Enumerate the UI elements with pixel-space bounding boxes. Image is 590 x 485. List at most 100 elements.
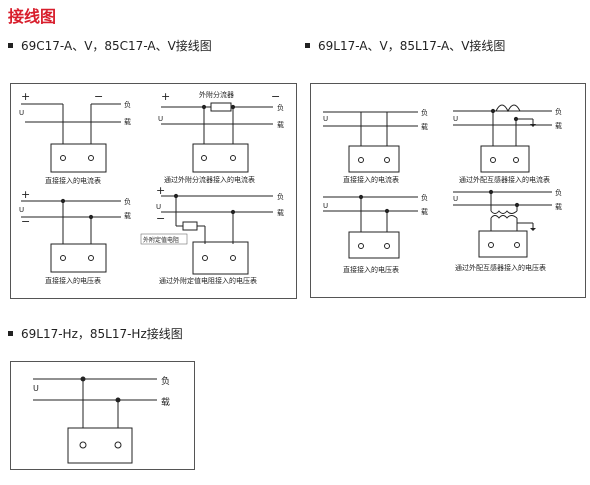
terminal-screw-icon — [513, 157, 519, 163]
terminal-screw-icon — [88, 155, 94, 161]
page-title: 接线图 — [8, 7, 57, 26]
label-fu: 负 — [555, 107, 562, 116]
label-zai: 载 — [421, 207, 428, 216]
terminal-minus: − — [156, 212, 165, 225]
caption: 通过外配互感器接入的电流表 — [459, 175, 550, 184]
pt-primary-coil-icon — [490, 210, 518, 214]
terminal-minus: − — [271, 90, 280, 103]
label-zai: 载 — [555, 121, 562, 130]
shunt-icon — [210, 102, 232, 112]
diagram-l-direct-current: U 负 载 直接接入的电流表 — [323, 108, 428, 184]
pt-secondary-coil-icon — [490, 215, 518, 219]
terminal-screw-icon — [79, 441, 87, 449]
label-zai: 载 — [124, 211, 131, 220]
terminal-u: U — [19, 109, 24, 117]
label-fu: 负 — [161, 375, 170, 387]
meter-box — [480, 145, 530, 173]
label-fu: 负 — [555, 188, 562, 197]
terminal-u: U — [156, 203, 161, 211]
ct-coil-icon — [495, 104, 521, 113]
diagram-resistor-voltage: + U − 负 载 外附定值电阻 通过外附定值电阻接入的电压表 — [140, 184, 284, 285]
meter-box — [50, 243, 107, 273]
caption: 直接接入的电流表 — [45, 176, 101, 185]
meter-box — [50, 143, 107, 173]
terminal-screw-icon — [88, 255, 94, 261]
terminal-screw-icon — [358, 157, 364, 163]
label-zai: 载 — [555, 202, 562, 211]
shunt-label: 外附分流器 — [199, 90, 234, 99]
label-fu: 负 — [421, 108, 428, 117]
terminal-plus: + — [161, 90, 170, 103]
terminal-screw-icon — [358, 243, 364, 249]
terminal-screw-icon — [230, 155, 236, 161]
terminal-screw-icon — [488, 242, 494, 248]
terminal-screw-icon — [230, 255, 236, 261]
caption: 通过外附定值电阻接入的电压表 — [159, 276, 257, 285]
terminal-screw-icon — [60, 155, 66, 161]
meter-box — [192, 241, 249, 275]
section-heading-l17: 69L17-A、V，85L17-A、V接线图 — [305, 37, 505, 54]
caption: 直接接入的电压表 — [45, 276, 101, 285]
bullet-square-icon — [8, 43, 13, 48]
meter-box — [478, 230, 528, 258]
terminal-minus: − — [21, 215, 30, 228]
terminal-u: U — [453, 195, 458, 203]
bullet-square-icon — [305, 43, 310, 48]
caption: 直接接入的电压表 — [343, 265, 399, 274]
terminal-u: U — [323, 115, 328, 123]
meter-box — [67, 427, 133, 464]
terminal-screw-icon — [60, 255, 66, 261]
panel-hz-diagram: U 负 载 — [10, 361, 195, 470]
meter-box — [192, 143, 249, 173]
label-fu: 负 — [277, 192, 284, 201]
section-heading-c17: 69C17-A、V，85C17-A、V接线图 — [8, 37, 212, 54]
terminal-screw-icon — [384, 157, 390, 163]
terminal-screw-icon — [490, 157, 496, 163]
label-zai: 载 — [421, 122, 428, 131]
terminal-plus: + — [21, 188, 30, 201]
bullet-square-icon — [8, 331, 13, 336]
diagram-pt-voltage: U 负 载 通过外配互感器接入的电压表 — [453, 188, 562, 272]
label-zai: 载 — [161, 396, 170, 408]
diagram-direct-voltage: + U − 负 载 直接接入的电压表 — [19, 188, 131, 285]
meter-box — [348, 145, 400, 173]
panel-c17-diagrams: + − U 负 载 直接接入的电流表 + 外附分流器 − U 负 载 通过外附分… — [10, 83, 297, 299]
label-zai: 载 — [277, 208, 284, 217]
terminal-screw-icon — [202, 255, 208, 261]
section-heading-hz: 69L17-Hz，85L17-Hz接线图 — [8, 325, 183, 342]
label-zai: 载 — [277, 120, 284, 129]
label-fu: 负 — [421, 193, 428, 202]
terminal-screw-icon — [114, 441, 122, 449]
ground-arrow-icon — [530, 228, 536, 231]
label-zai: 载 — [124, 117, 131, 126]
caption: 通过外附分流器接入的电流表 — [164, 175, 255, 184]
terminal-plus: + — [21, 90, 30, 103]
diagram-direct-current: + − U 负 载 直接接入的电流表 — [19, 90, 131, 185]
terminal-u: U — [453, 115, 458, 123]
label-fu: 负 — [124, 197, 131, 206]
terminal-u: U — [158, 115, 163, 123]
caption: 通过外配互感器接入的电压表 — [455, 263, 546, 272]
terminal-screw-icon — [514, 242, 520, 248]
panel-l17-diagrams: U 负 载 直接接入的电流表 U 负 载 通过外配互感器接入的电流表 U — [310, 83, 586, 298]
ground-arrow-icon — [530, 124, 536, 127]
terminal-minus: − — [94, 90, 103, 103]
terminal-screw-icon — [384, 243, 390, 249]
section-title: 69L17-A、V，85L17-A、V接线图 — [318, 39, 506, 53]
terminal-plus: + — [156, 184, 165, 197]
label-fu: 负 — [277, 103, 284, 112]
resistor-label: 外附定值电阻 — [143, 236, 179, 244]
terminal-u: U — [19, 206, 24, 214]
terminal-u: U — [33, 384, 39, 393]
diagram-shunt-current: + 外附分流器 − U 负 载 通过外附分流器接入的电流表 — [158, 90, 284, 184]
meter-box — [348, 231, 400, 259]
resistor-icon — [182, 221, 198, 231]
terminal-u: U — [323, 202, 328, 210]
diagram-ct-current: U 负 载 通过外配互感器接入的电流表 — [453, 104, 562, 184]
section-title: 69L17-Hz，85L17-Hz接线图 — [21, 327, 183, 341]
label-fu: 负 — [124, 100, 131, 109]
terminal-screw-icon — [201, 155, 207, 161]
diagram-l-direct-voltage: U 负 载 直接接入的电压表 — [323, 193, 428, 274]
section-title: 69C17-A、V，85C17-A、V接线图 — [21, 39, 212, 53]
caption: 直接接入的电流表 — [343, 175, 399, 184]
